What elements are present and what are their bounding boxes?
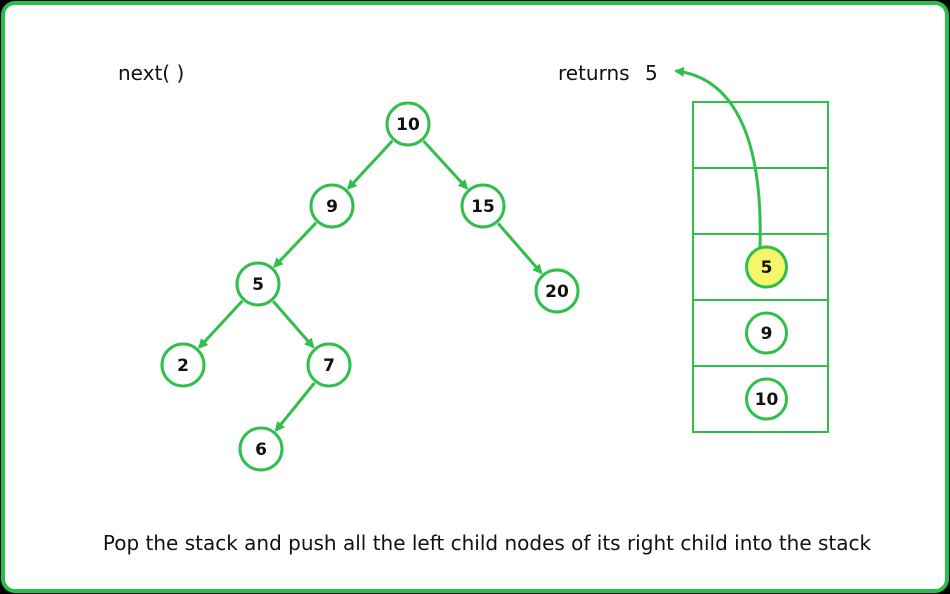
tree-edge: [197, 299, 244, 349]
stack-slot: [692, 365, 829, 433]
result-value-label: 5: [645, 61, 658, 85]
operation-label: next( ): [118, 61, 184, 85]
tree-node-circle: [306, 342, 352, 388]
tree-edge: [496, 222, 543, 275]
pop-return-arrow: [674, 66, 762, 248]
tree-node-circle: [238, 426, 284, 472]
stack-item: [745, 377, 788, 421]
tree-node-circle: [460, 183, 506, 229]
result-prefix-label: returns: [558, 61, 630, 85]
tree-edge: [422, 139, 469, 190]
tree-node-label: 5: [252, 275, 264, 295]
stack: 5 9 10: [692, 101, 829, 433]
stack-item-label: 9: [761, 324, 773, 344]
tree-edge: [272, 300, 315, 349]
tree-edge: [273, 221, 318, 269]
tree-node: 15: [460, 183, 506, 229]
tree-node-circle: [534, 268, 580, 314]
stack-item-highlighted: [745, 245, 788, 289]
tree-edge: [274, 381, 316, 432]
tree-node-label: 20: [545, 282, 569, 302]
tree-node-circle: [235, 261, 281, 307]
tree-nodes: 10 9 15 5 20 2 7 6: [160, 101, 580, 472]
tree-node-label: 10: [396, 115, 420, 135]
tree-node: 6: [238, 426, 284, 472]
tree-node: 9: [309, 183, 355, 229]
stack-item-label: 5: [761, 258, 773, 278]
tree-node-circle: [385, 101, 431, 147]
tree-node-label: 6: [255, 440, 267, 460]
tree-node: 5: [235, 261, 281, 307]
tree-node-circle: [160, 342, 206, 388]
tree-edges: [197, 139, 543, 432]
tree-node: 2: [160, 342, 206, 388]
tree-edge: [346, 139, 394, 190]
stack-item-label: 10: [755, 390, 779, 410]
tree-node-label: 7: [323, 356, 335, 376]
tree-node-label: 9: [326, 197, 338, 217]
tree-node-circle: [309, 183, 355, 229]
tree-node: 7: [306, 342, 352, 388]
tree-node: 10: [385, 101, 431, 147]
tree-node: 20: [534, 268, 580, 314]
caption: Pop the stack and push all the left chil…: [103, 531, 872, 555]
stack-item: [745, 311, 788, 355]
tree-node-label: 15: [471, 197, 495, 217]
tree-node-label: 2: [177, 356, 189, 376]
